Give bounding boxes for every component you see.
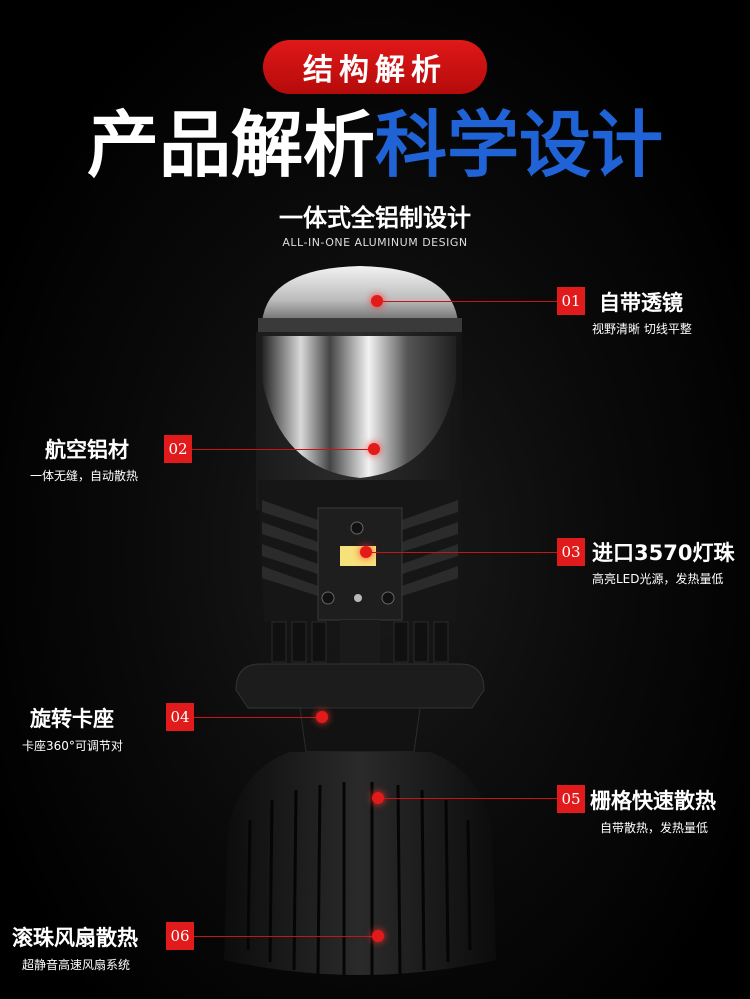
callout-number-03: 03 — [557, 538, 585, 566]
callout-sub-03: 高亮LED光源，发热量低 — [592, 572, 724, 586]
callout-sub-02: 一体无缝，自动散热 — [30, 469, 139, 483]
subtitle-en: ALL-IN-ONE ALUMINUM DESIGN — [282, 236, 468, 249]
callout-title-01: 自带透镜 — [599, 291, 683, 315]
callout-number-01: 01 — [557, 287, 585, 315]
headline-white: 产品解析 — [86, 103, 375, 187]
callout-dot-03 — [360, 546, 372, 558]
callout-line-04 — [194, 717, 316, 718]
subtitle-cn: 一体式全铝制设计 — [279, 204, 471, 232]
callout-dot-06 — [372, 930, 384, 942]
callout-dot-02 — [368, 443, 380, 455]
callout-line-02 — [192, 449, 368, 450]
callout-sub-04: 卡座360°可调节对 — [22, 739, 123, 753]
callout-number-06: 06 — [166, 922, 194, 950]
callout-line-03 — [372, 552, 557, 553]
callout-sub-06: 超静音高速风扇系统 — [22, 958, 131, 972]
callout-title-03: 进口3570灯珠 — [592, 541, 735, 565]
callout-title-02: 航空铝材 — [45, 438, 129, 462]
callout-number-02: 02 — [164, 435, 192, 463]
callout-line-01 — [383, 301, 557, 302]
callout-dot-04 — [316, 711, 328, 723]
callout-line-05 — [384, 798, 557, 799]
callout-title-05: 栅格快速散热 — [590, 789, 716, 813]
callout-title-06: 滚珠风扇散热 — [12, 926, 138, 950]
callout-number-05: 05 — [557, 785, 585, 813]
callout-line-06 — [194, 936, 372, 937]
section-badge: 结构解析 — [263, 40, 487, 94]
callout-sub-05: 自带散热，发热量低 — [600, 821, 709, 835]
callout-dot-01 — [371, 295, 383, 307]
headline: 产品解析科学设计 — [0, 95, 750, 195]
callout-number-04: 04 — [166, 703, 194, 731]
headline-blue: 科学设计 — [375, 103, 664, 187]
callout-title-04: 旋转卡座 — [30, 707, 114, 731]
callout-sub-01: 视野清晰 切线平整 — [592, 322, 692, 336]
callout-dot-05 — [372, 792, 384, 804]
